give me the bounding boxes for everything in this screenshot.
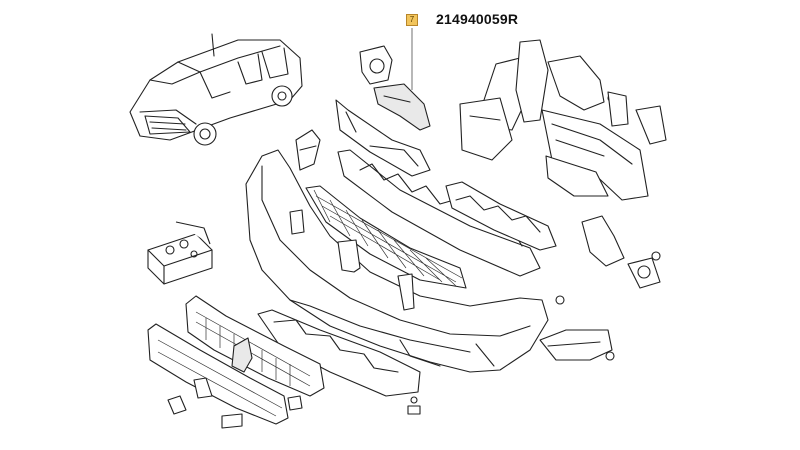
crash-beam	[445, 181, 557, 251]
lower-right-bracket	[539, 329, 613, 361]
bumper-cover	[245, 149, 549, 373]
upper-absorber	[335, 99, 431, 177]
hardware-kit-box	[147, 221, 213, 285]
side-bracket-right	[459, 97, 649, 201]
lower-grille	[147, 323, 289, 425]
bumper-grille-mesh	[305, 185, 467, 289]
license-plate-bracket	[289, 209, 415, 311]
side-clip-left	[295, 129, 321, 171]
deflector-part-7	[373, 83, 431, 131]
part-number-label: 214940059R	[436, 11, 519, 27]
car-illustration	[129, 33, 303, 146]
upper-right-support	[483, 39, 667, 145]
emblem-clip	[167, 377, 303, 429]
callout-7[interactable]: 7	[406, 14, 418, 26]
fog-lamp-bracket-right	[581, 215, 661, 289]
fog-lamp-bracket-top	[359, 28, 413, 90]
